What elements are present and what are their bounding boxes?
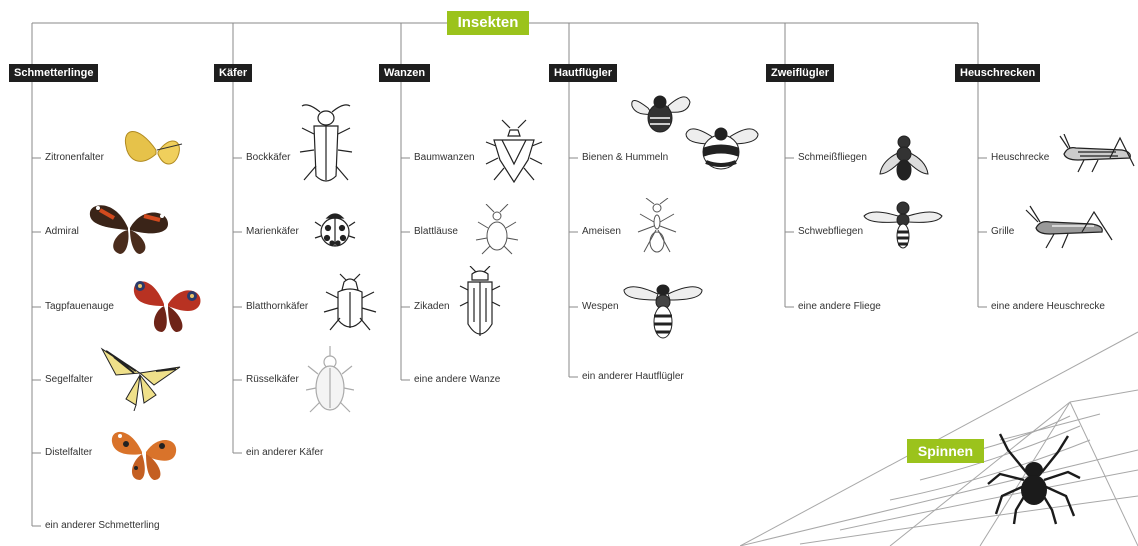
item-wespen: Wespen bbox=[582, 301, 619, 313]
grasshopper-icon bbox=[1058, 134, 1138, 174]
item-admiral: Admiral bbox=[45, 226, 79, 238]
item-marienkaefer: Marienkäfer bbox=[246, 226, 299, 238]
item-schmeissfliegen: Schmeißfliegen bbox=[798, 152, 867, 164]
item-zitronenfalter: Zitronenfalter bbox=[45, 152, 104, 164]
item-bienen-hummeln: Bienen & Hummeln bbox=[582, 152, 668, 164]
item-distelfalter: Distelfalter bbox=[45, 447, 92, 459]
item-anderer-kaefer: ein anderer Käfer bbox=[246, 447, 323, 459]
butterfly-icon bbox=[86, 198, 172, 258]
item-blattlaeuse: Blattläuse bbox=[414, 226, 458, 238]
item-grille: Grille bbox=[991, 226, 1014, 238]
butterfly-icon bbox=[118, 120, 190, 178]
beetle-icon bbox=[314, 206, 356, 250]
bug-icon bbox=[458, 266, 502, 346]
category-schmetterlinge: Schmetterlinge bbox=[9, 64, 98, 82]
ant-icon bbox=[636, 198, 678, 256]
butterfly-icon bbox=[126, 272, 206, 336]
item-anderer-schmetterling: ein anderer Schmetterling bbox=[45, 520, 160, 532]
item-ameisen: Ameisen bbox=[582, 226, 621, 238]
category-hautfluegler: Hautflügler bbox=[549, 64, 617, 82]
item-andere-fliege: eine andere Fliege bbox=[798, 301, 881, 313]
item-heuschrecke: Heuschrecke bbox=[991, 152, 1049, 164]
item-bockkaefer: Bockkäfer bbox=[246, 152, 290, 164]
butterfly-icon bbox=[96, 345, 184, 411]
category-kaefer: Käfer bbox=[214, 64, 252, 82]
root-label: Insekten bbox=[447, 11, 529, 35]
item-tagpfauenauge: Tagpfauenauge bbox=[45, 301, 114, 313]
beetle-icon bbox=[322, 272, 378, 336]
item-andere-wanze: eine andere Wanze bbox=[414, 374, 500, 386]
category-zweifluegler: Zweiflügler bbox=[766, 64, 834, 82]
butterfly-icon bbox=[106, 424, 182, 484]
item-segelfalter: Segelfalter bbox=[45, 374, 93, 386]
spider-icon bbox=[986, 430, 1082, 526]
category-wanzen: Wanzen bbox=[379, 64, 430, 82]
item-baumwanzen: Baumwanzen bbox=[414, 152, 475, 164]
item-blatthornkaefer: Blatthornkäfer bbox=[246, 301, 308, 313]
item-anderer-hautfluegler: ein anderer Hautflügler bbox=[582, 371, 684, 383]
beetle-icon bbox=[306, 344, 354, 416]
wasp-icon bbox=[618, 276, 708, 342]
bug-icon bbox=[484, 118, 544, 186]
category-heuschrecken: Heuschrecken bbox=[955, 64, 1040, 82]
cricket-icon bbox=[1024, 204, 1116, 252]
fly-icon bbox=[860, 198, 946, 252]
item-andere-heuschrecke: eine andere Heuschrecke bbox=[991, 301, 1105, 313]
bee-icon bbox=[680, 118, 762, 174]
item-zikaden: Zikaden bbox=[414, 301, 450, 313]
fly-icon bbox=[872, 130, 936, 186]
item-ruesselkaefer: Rüsselkäfer bbox=[246, 374, 299, 386]
bug-icon bbox=[474, 204, 520, 256]
spiders-label: Spinnen bbox=[907, 439, 984, 463]
beetle-icon bbox=[298, 100, 354, 190]
item-schwebfliegen: Schwebfliegen bbox=[798, 226, 863, 238]
